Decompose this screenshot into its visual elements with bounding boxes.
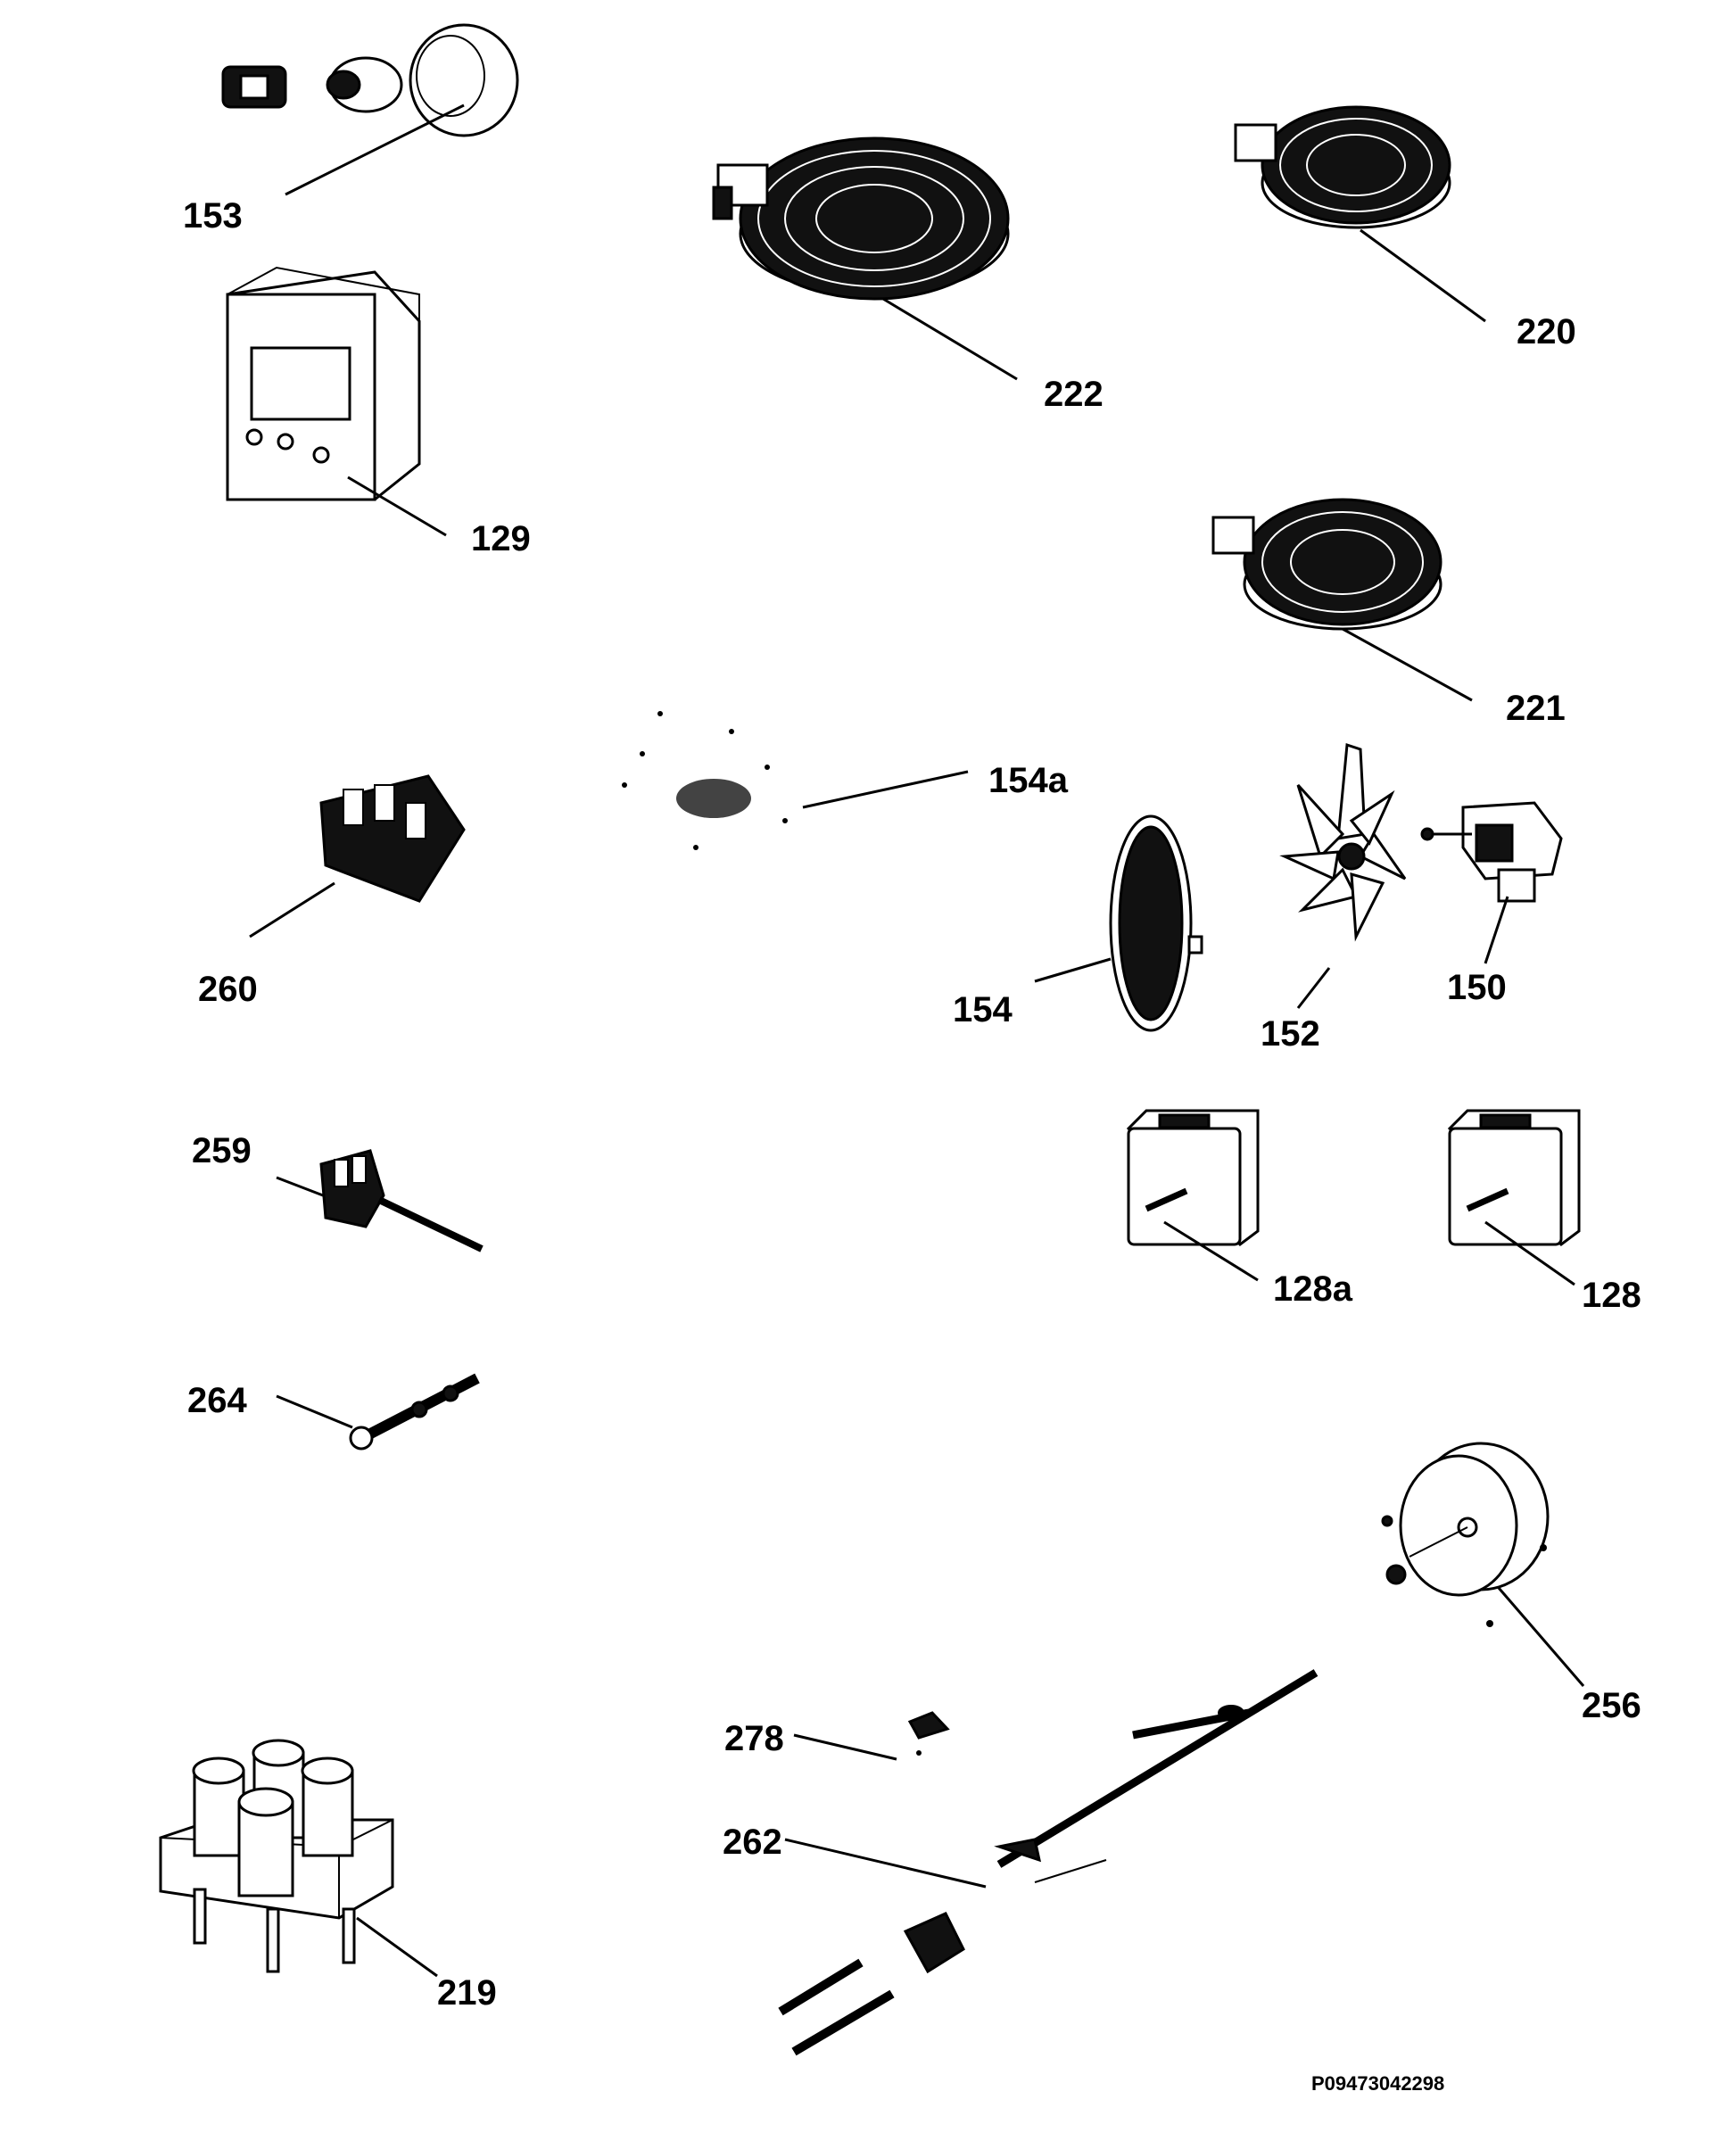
part-264-switch <box>276 1373 480 1451</box>
label-150: 150 <box>1447 968 1507 1007</box>
label-129: 129 <box>471 519 531 558</box>
label-278: 278 <box>724 1719 784 1758</box>
label-153: 153 <box>183 196 243 236</box>
label-260: 260 <box>198 970 258 1009</box>
label-222: 222 <box>1044 375 1104 414</box>
label-221: 221 <box>1506 689 1566 728</box>
label-220: 220 <box>1517 312 1576 351</box>
label-259: 259 <box>192 1131 252 1170</box>
part-256-spit-motor <box>1381 1442 1585 1687</box>
leader-262 <box>784 1838 987 1889</box>
part-128a-energy-regulator <box>1126 1109 1260 1282</box>
label-264: 264 <box>187 1381 247 1420</box>
part-153-lamp-assembly <box>221 23 519 196</box>
part-222-large-hotplate <box>712 136 1018 381</box>
part-262-rotisserie-spit <box>778 1669 1319 2056</box>
label-154a: 154a <box>988 761 1069 800</box>
label-152: 152 <box>1261 1014 1320 1054</box>
part-150-fan-motor <box>1420 801 1563 964</box>
label-128a: 128a <box>1273 1269 1353 1309</box>
part-221-hotplate <box>1211 498 1473 702</box>
part-220-hotplate <box>1234 105 1486 323</box>
part-219-terminal-block <box>159 1739 438 1978</box>
label-262: 262 <box>723 1823 782 1862</box>
part-154a-gasket <box>622 711 969 850</box>
part-129-timer-module <box>226 266 447 537</box>
label-154: 154 <box>953 990 1013 1029</box>
label-256: 256 <box>1582 1686 1641 1725</box>
part-278-spit-fork <box>793 1711 950 1761</box>
part-128-energy-regulator <box>1447 1109 1581 1286</box>
part-259-thermostat <box>276 1149 484 1252</box>
label-128: 128 <box>1582 1276 1641 1315</box>
label-219: 219 <box>437 1973 497 2013</box>
part-154-fan-cover <box>1034 814 1203 1032</box>
part-260-selector-switch <box>249 774 466 938</box>
part-152-fan-blade <box>1279 742 1407 1009</box>
drawing-code: P09473042298 <box>1311 2072 1444 2095</box>
